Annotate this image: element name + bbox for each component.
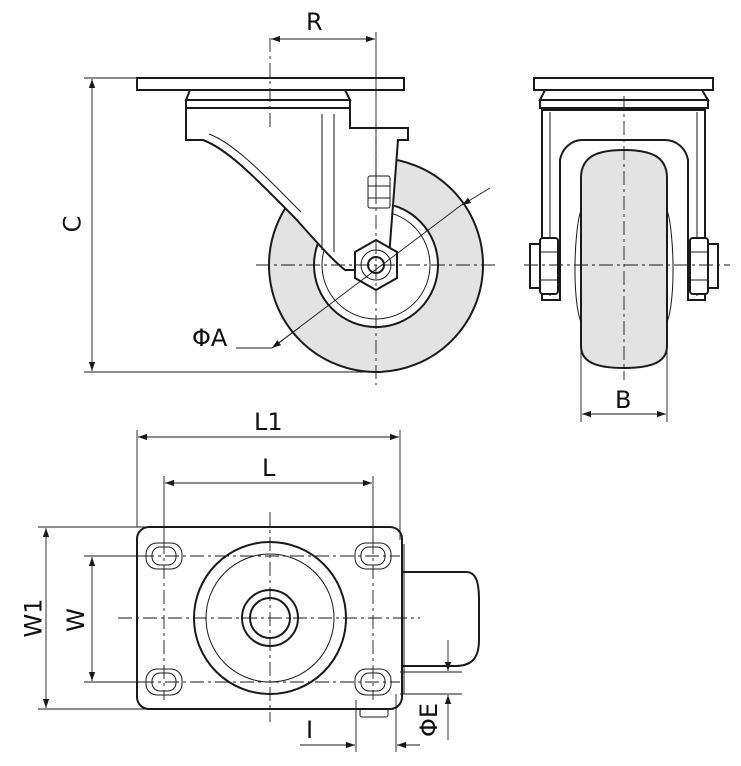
dim-a-arrow xyxy=(271,326,301,349)
side-swivel-ring xyxy=(185,99,351,109)
side-top-plate xyxy=(136,77,405,91)
side-bearing-race xyxy=(184,89,352,101)
top-view xyxy=(38,430,480,752)
dim-a-arrow xyxy=(461,187,491,206)
label-w1: W1 xyxy=(19,598,48,638)
dim-a-diagonal xyxy=(271,199,469,349)
front-view xyxy=(524,77,730,422)
label-w: W xyxy=(61,608,90,632)
side-fork-edge xyxy=(208,133,302,213)
top-brake-housing xyxy=(399,571,480,667)
side-slot xyxy=(367,175,391,209)
front-axle-nut-left xyxy=(539,237,559,295)
label-l1: L1 xyxy=(254,408,283,436)
label-phi-a: ΦA xyxy=(192,324,228,352)
front-top-plate xyxy=(533,77,714,91)
side-view xyxy=(84,32,498,385)
label-r: R xyxy=(306,8,323,36)
label-b: B xyxy=(615,386,632,414)
label-phi-e: ΦE xyxy=(415,702,444,738)
label-i: I xyxy=(306,716,314,744)
side-fork-leg xyxy=(185,107,409,271)
front-axle-nut-right xyxy=(689,237,709,295)
label-l: L xyxy=(262,454,276,482)
label-c: C xyxy=(58,215,87,233)
